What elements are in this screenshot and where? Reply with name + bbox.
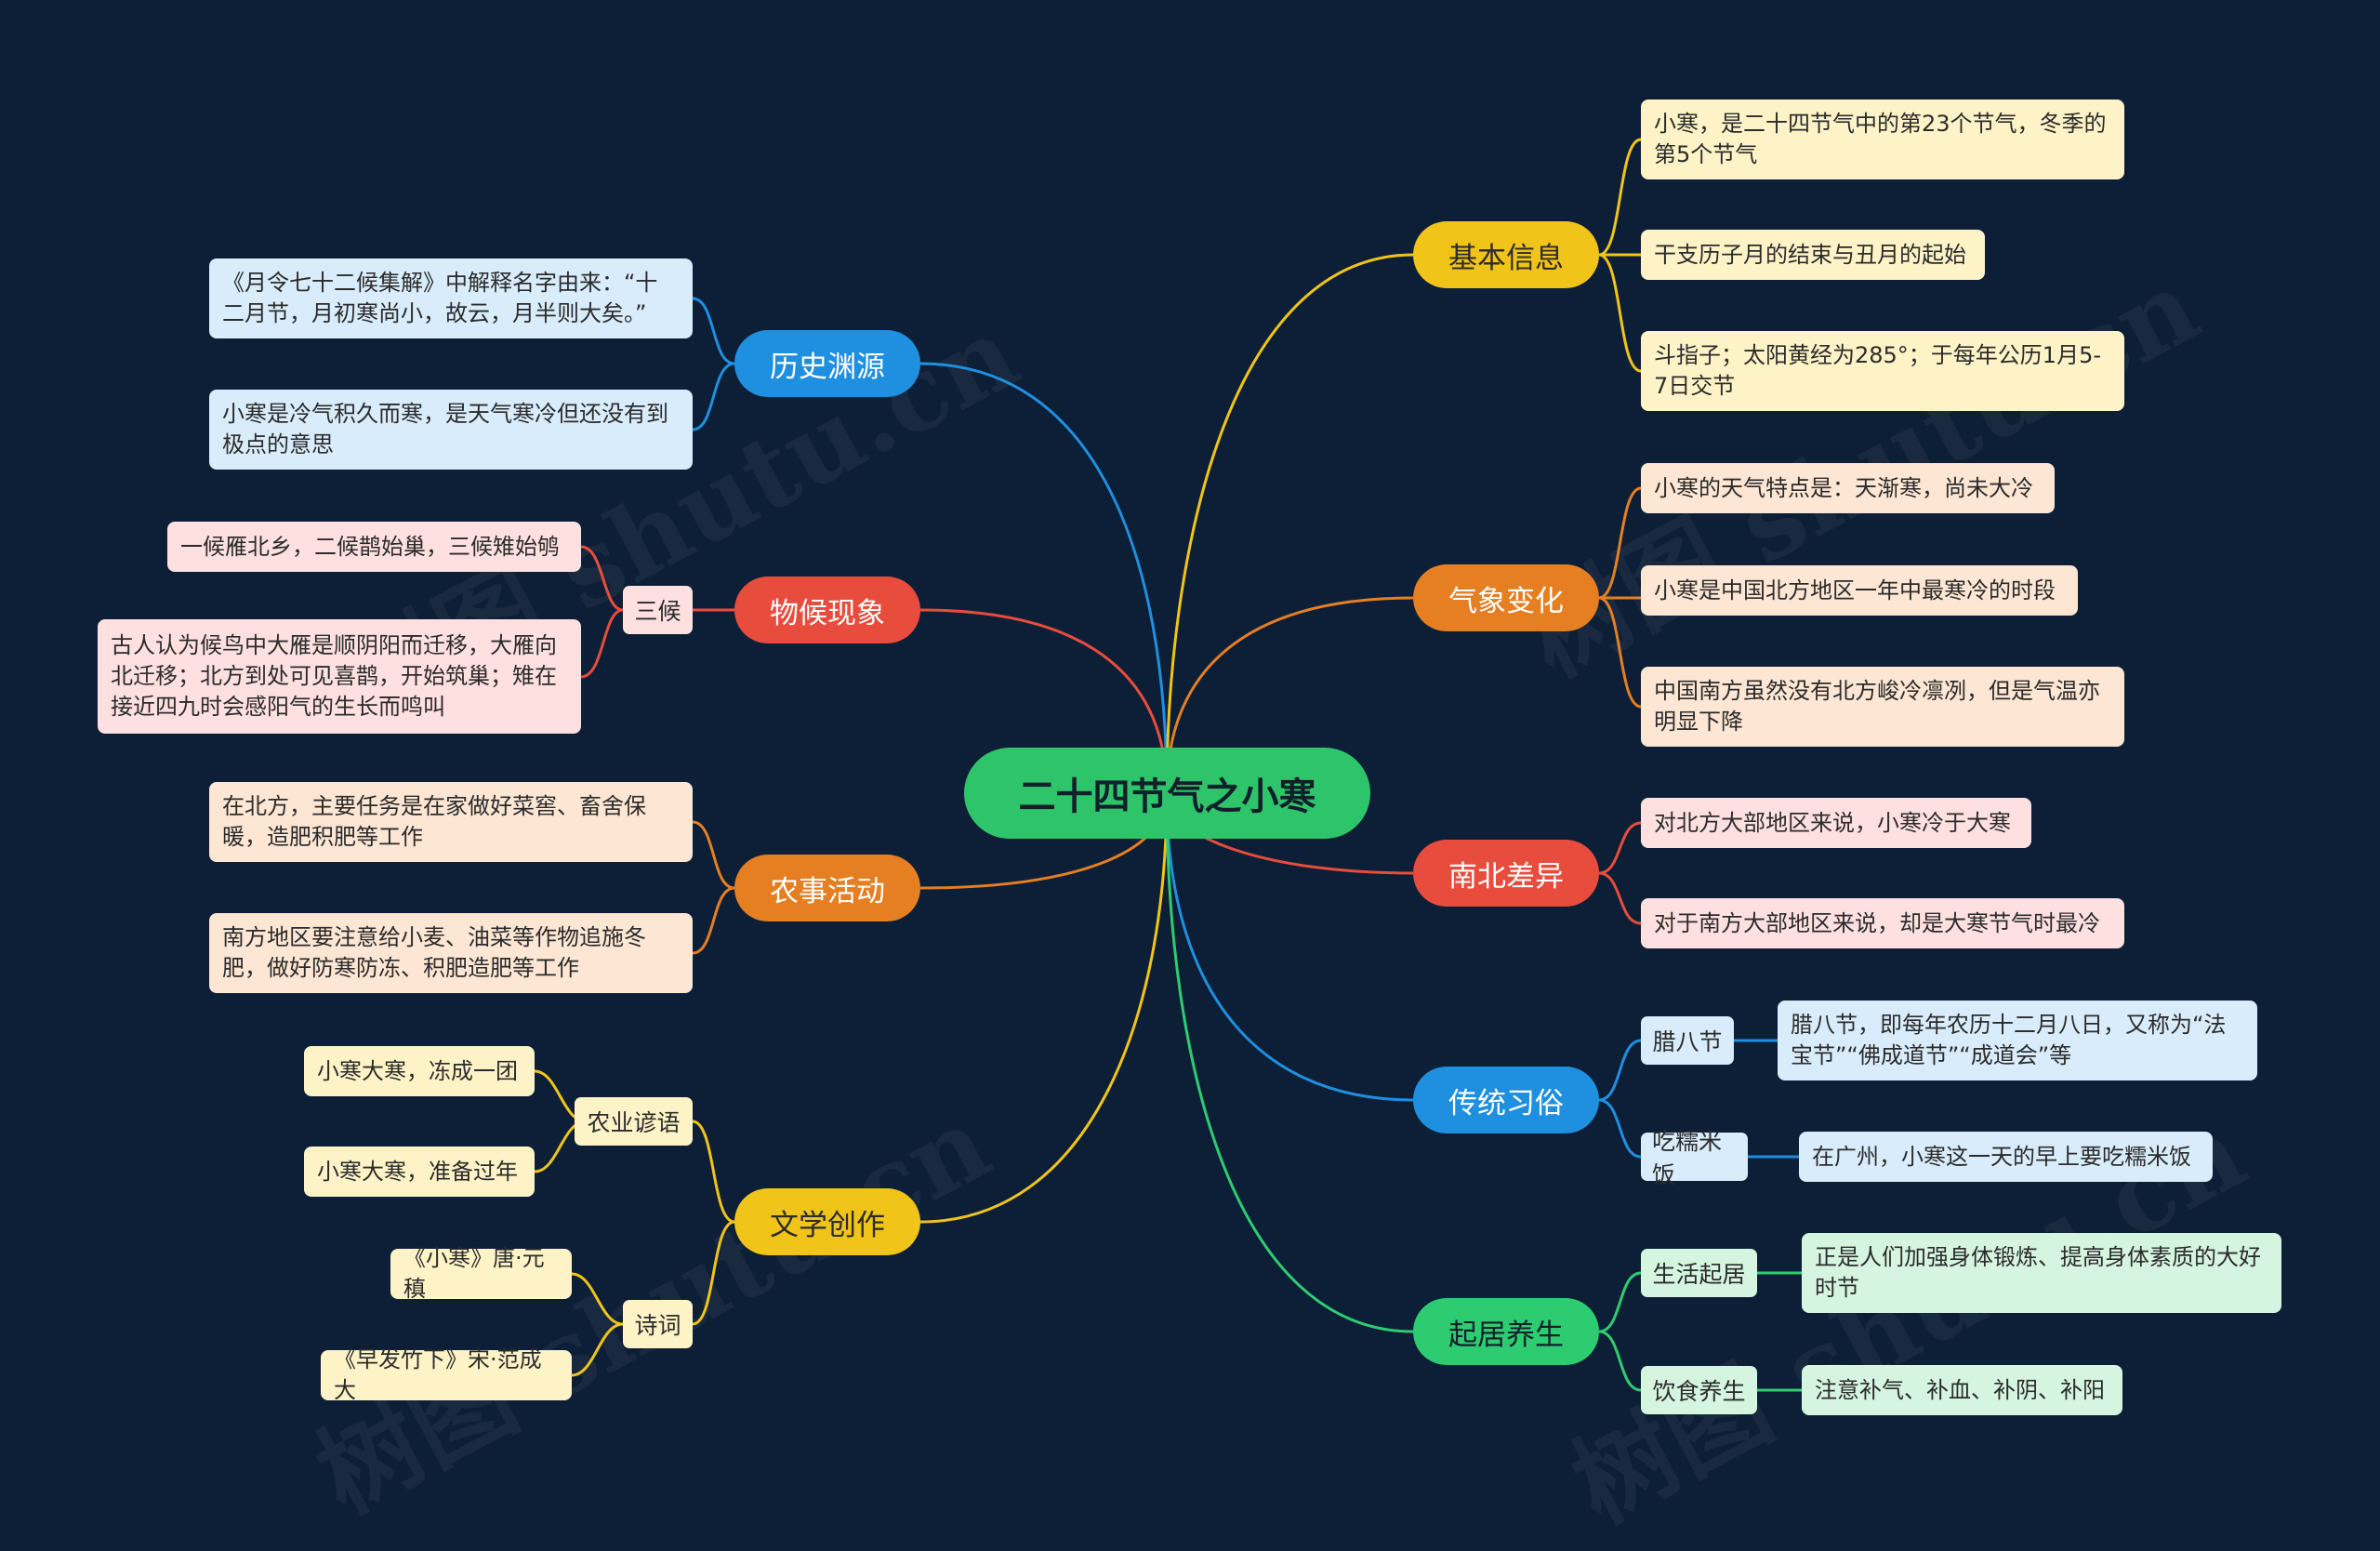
leaf-history-2[interactable]: 小寒是冷气积久而寒，是天气寒冷但还没有到极点的意思: [209, 390, 693, 470]
leaf-phenology-1[interactable]: 一候雁北乡，二候鹊始巢，三候雉始鸲: [167, 522, 581, 572]
leaf-health-diet[interactable]: 注意补气、补血、补阴、补阳: [1802, 1365, 2122, 1415]
sub-health-diet[interactable]: 饮食养生: [1641, 1366, 1757, 1414]
leaf-northsouth-1[interactable]: 对北方大部地区来说，小寒冷于大寒: [1641, 798, 2031, 848]
sub-literature-poems[interactable]: 诗词: [623, 1300, 693, 1348]
leaf-proverb-2[interactable]: 小寒大寒，准备过年: [304, 1147, 535, 1197]
branch-farming[interactable]: 农事活动: [734, 855, 920, 921]
leaf-proverb-1[interactable]: 小寒大寒，冻成一团: [304, 1046, 535, 1096]
connector-lines: [534, 138, 1802, 1392]
leaf-health-living[interactable]: 正是人们加强身体锻炼、提高身体素质的大好时节: [1802, 1233, 2281, 1313]
leaf-farming-2[interactable]: 南方地区要注意给小麦、油菜等作物追施冬肥，做好防寒防冻、积肥造肥等工作: [209, 913, 693, 993]
leaf-weather-2[interactable]: 小寒是中国北方地区一年中最寒冷的时段: [1641, 565, 2078, 616]
branch-north-south[interactable]: 南北差异: [1413, 840, 1599, 907]
root-topic[interactable]: 二十四节气之小寒: [964, 748, 1370, 839]
sub-health-living[interactable]: 生活起居: [1641, 1249, 1757, 1297]
branch-phenology[interactable]: 物候现象: [734, 577, 920, 643]
branch-basic-info[interactable]: 基本信息: [1413, 221, 1599, 288]
sub-literature-proverbs[interactable]: 农业谚语: [575, 1097, 693, 1146]
leaf-basic-1[interactable]: 小寒，是二十四节气中的第23个节气，冬季的第5个节气: [1641, 99, 2124, 179]
leaf-history-1[interactable]: 《月令七十二候集解》中解释名字由来：“十二月节，月初寒尚小，故云，月半则大矣。”: [209, 258, 693, 338]
leaf-poem-2[interactable]: 《早发竹下》宋·范成大: [321, 1346, 572, 1403]
leaf-poem-1[interactable]: 《小寒》唐·元稹: [390, 1245, 572, 1302]
branch-weather[interactable]: 气象变化: [1413, 564, 1599, 631]
leaf-phenology-2[interactable]: 古人认为候鸟中大雁是顺阴阳而迁移，大雁向北迁移；北方到处可见喜鹊，开始筑巢；雉在…: [98, 619, 581, 734]
leaf-weather-3[interactable]: 中国南方虽然没有北方峻冷凛冽，但是气温亦明显下降: [1641, 667, 2124, 747]
leaf-customs-laba[interactable]: 腊八节，即每年农历十二月八日，又称为“法宝节”“佛成道节”“成道会”等: [1778, 1001, 2257, 1080]
branch-literature[interactable]: 文学创作: [734, 1188, 920, 1255]
sub-phenology-sanhou[interactable]: 三候: [623, 586, 693, 634]
leaf-northsouth-2[interactable]: 对于南方大部地区来说，却是大寒节气时最冷: [1641, 898, 2124, 948]
leaf-weather-1[interactable]: 小寒的天气特点是：天渐寒，尚未大冷: [1641, 463, 2055, 513]
leaf-basic-3[interactable]: 斗指子；太阳黄经为285°；于每年公历1月5-7日交节: [1641, 331, 2124, 411]
branch-history[interactable]: 历史渊源: [734, 330, 920, 397]
leaf-farming-1[interactable]: 在北方，主要任务是在家做好菜窖、畜舍保暖，造肥积肥等工作: [209, 782, 693, 862]
branch-health[interactable]: 起居养生: [1413, 1298, 1599, 1365]
branch-customs[interactable]: 传统习俗: [1413, 1067, 1599, 1133]
leaf-customs-rice[interactable]: 在广州，小寒这一天的早上要吃糯米饭: [1799, 1132, 2213, 1182]
leaf-basic-2[interactable]: 干支历子月的结束与丑月的起始: [1641, 230, 1985, 280]
sub-customs-rice[interactable]: 吃糯米饭: [1641, 1128, 1748, 1188]
sub-customs-laba[interactable]: 腊八节: [1641, 1016, 1734, 1065]
